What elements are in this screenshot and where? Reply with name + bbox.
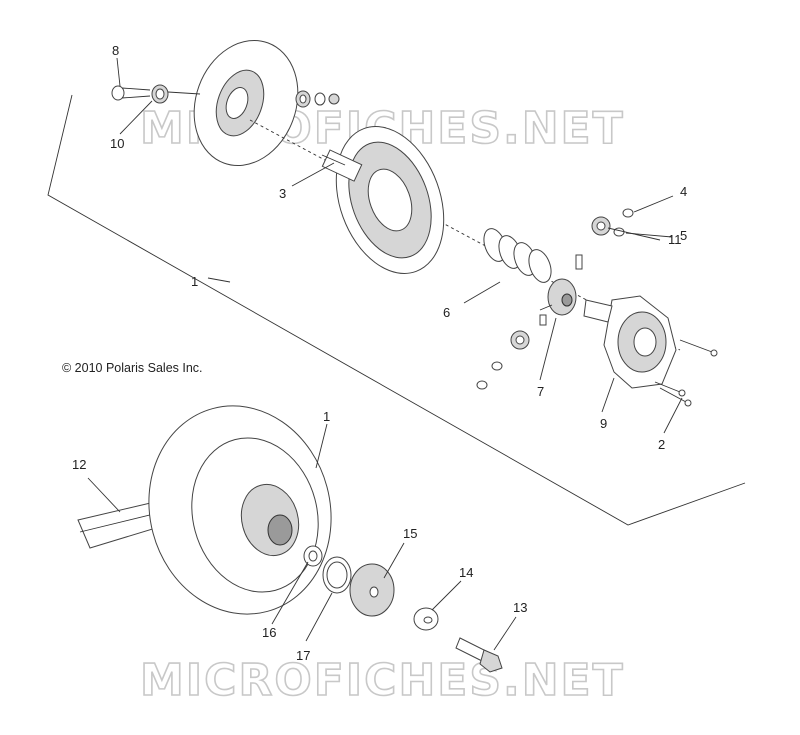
explode-boundary: [47, 94, 746, 526]
roller-lower: [476, 330, 530, 390]
bolt-part-13: [455, 637, 503, 673]
callout-15: 15: [403, 526, 417, 541]
callout-11: 11: [668, 232, 682, 247]
callout-5: 5: [680, 228, 687, 243]
callout-7: 7: [537, 384, 544, 399]
callout-1-upper: 1: [191, 274, 198, 289]
washer-part-5: [613, 227, 625, 237]
washer-part-17: [322, 556, 352, 594]
callout-3: 3: [279, 186, 286, 201]
callout-17: 17: [296, 648, 310, 663]
pin-part-small: [539, 254, 583, 326]
copyright-notice: © 2010 Polaris Sales Inc.: [62, 361, 203, 375]
callout-6: 6: [443, 305, 450, 320]
bolts-part-2: [654, 339, 718, 407]
callout-12: 12: [72, 457, 86, 472]
callout-13: 13: [513, 600, 527, 615]
cover-part-9: [583, 295, 677, 389]
callout-1-lower: 1: [323, 409, 330, 424]
callout-10: 10: [110, 136, 124, 151]
callout-2: 2: [658, 437, 665, 452]
callout-4: 4: [680, 184, 687, 199]
sheave-outer: [193, 39, 299, 167]
spring-part-6: [483, 228, 552, 283]
leader-lines: [87, 57, 683, 651]
pin-part-8: [111, 85, 151, 101]
cam-part-7: [539, 278, 577, 316]
clip-part-4: [622, 208, 634, 218]
roller-part-11: [591, 216, 611, 236]
washer-part-14: [413, 607, 439, 631]
callout-14: 14: [459, 565, 473, 580]
callout-16: 16: [262, 625, 276, 640]
sheave-part-3: [321, 126, 445, 274]
washer-part-15: [349, 563, 395, 617]
callout-9: 9: [600, 416, 607, 431]
clutch-part-1: [148, 405, 332, 615]
washer-part-16: [303, 545, 323, 567]
sheave-hardware: [295, 90, 340, 108]
bushing-part-10: [151, 84, 169, 104]
callout-8: 8: [112, 43, 119, 58]
watermark-bottom: MICROFICHES.NET: [140, 655, 625, 706]
